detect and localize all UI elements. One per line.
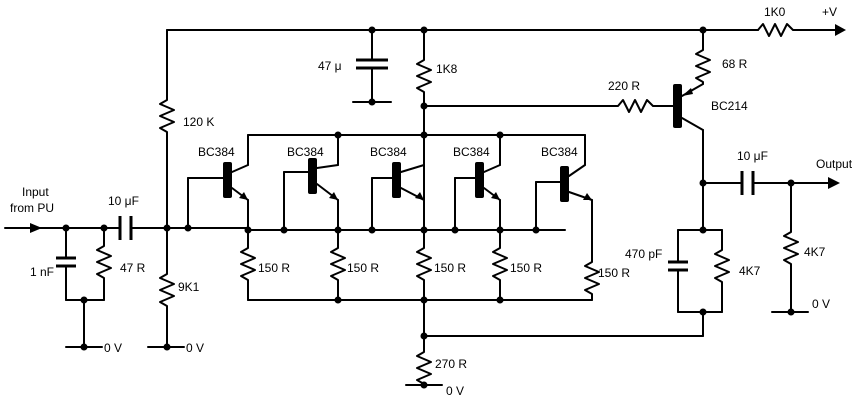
transistor-q1-label: BC384	[198, 145, 235, 159]
resistor-1k0-label: 1K0	[764, 5, 786, 19]
capacitor-output-10uf: 10 μF	[702, 149, 831, 195]
input-ground: 0 V	[65, 296, 122, 355]
emitter-resistor-2-label: 150 R	[347, 261, 379, 275]
transistor-q4-label: BC384	[453, 145, 490, 159]
ground-label-1: 0 V	[104, 341, 122, 355]
resistor-270r: 270 R 0 V	[405, 349, 467, 398]
emitter-resistor-5-label: 150 R	[598, 266, 630, 280]
resistor-9k1-label: 9K1	[178, 280, 200, 294]
resistor-120k-label: 120 K	[183, 115, 214, 129]
resistor-47r-label: 47 R	[120, 261, 146, 275]
transistor-q2: BC384	[283, 145, 339, 231]
ground-label-2: 0 V	[186, 341, 204, 355]
resistor-9k1: 9K1 0 V	[147, 227, 204, 355]
transistor-bc214: BC214	[673, 83, 748, 131]
capacitor-input-label: 10 μF	[108, 194, 139, 208]
positive-supply-rail	[166, 26, 759, 91]
emitter-resistor-4-label: 150 R	[510, 261, 542, 275]
capacitor-output-label: 10 μF	[737, 149, 768, 163]
resistor-68r-label: 68 R	[722, 57, 748, 71]
transistor-q3-label: BC384	[370, 145, 407, 159]
capacitor-47u-label: 47 μ	[318, 59, 342, 73]
transistor-bc214-label: BC214	[711, 99, 748, 113]
input-label-line2: from PU	[10, 201, 54, 215]
emitter-common-bus	[247, 134, 593, 351]
input-arrow-icon	[30, 223, 42, 233]
resistor-1k8-label: 1K8	[436, 62, 458, 76]
emitter-resistors: 150 R 150 R 150 R 150 R 150 R	[240, 229, 630, 301]
transistor-q2-label: BC384	[287, 145, 324, 159]
transistor-q1: BC384	[187, 145, 249, 231]
capacitor-470pf-label: 470 pF	[625, 247, 662, 261]
emitter-resistor-1-label: 150 R	[258, 261, 290, 275]
ground-label-right: 0 V	[812, 297, 830, 311]
resistor-47r: 47 R	[96, 227, 146, 301]
capacitor-47u: 47 μ	[318, 29, 392, 106]
output-label: Output	[816, 157, 853, 171]
rc-feedback-network: 470 pF 4K7	[423, 226, 761, 337]
resistor-1k8: 1K8	[416, 29, 458, 136]
transistor-q4: BC384	[453, 145, 501, 231]
input-section: Input from PU	[4, 185, 121, 233]
resistor-1k0: 1K0	[757, 5, 836, 37]
capacitor-1nf: 1 nF	[30, 227, 76, 301]
supply-arrow: +V	[822, 5, 846, 36]
input-label-line1: Input	[22, 185, 49, 199]
resistor-270r-label: 270 R	[435, 357, 467, 371]
resistor-4k7-load: 4K7 0 V	[771, 182, 830, 316]
plus-v-label: +V	[822, 5, 837, 19]
resistor-4k7-load-label: 4K7	[804, 245, 826, 259]
emitter-return-rail	[244, 226, 566, 234]
resistor-68r: 68 R	[695, 29, 748, 85]
resistor-220r-label: 220 R	[608, 79, 640, 93]
resistor-4k7-label: 4K7	[739, 264, 761, 278]
capacitor-1nf-label: 1 nF	[30, 265, 54, 279]
transistor-q5-label: BC384	[541, 145, 578, 159]
resistor-220r: 220 R	[423, 79, 674, 113]
capacitor-input-10uf: 10 μF	[108, 194, 249, 240]
output-arrow-icon	[828, 177, 840, 189]
collector-bus	[247, 131, 586, 166]
transistor-q3: BC384	[370, 145, 425, 231]
emitter-resistor-3-label: 150 R	[434, 261, 466, 275]
ground-label-mid: 0 V	[446, 384, 464, 398]
output-terminal: Output	[816, 157, 853, 189]
transistor-q5: BC384	[535, 145, 593, 251]
